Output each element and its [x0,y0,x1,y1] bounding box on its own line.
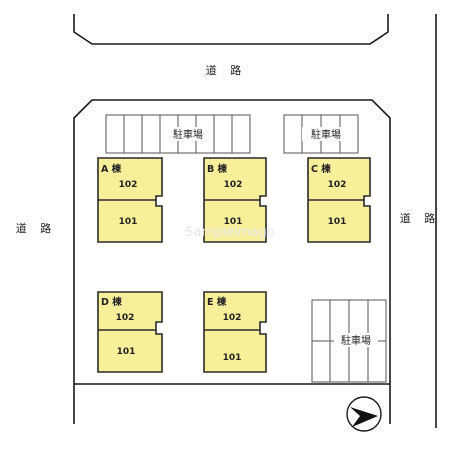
building-b-unit-lower: 101 [224,217,243,227]
road-edge-top [73,14,389,45]
parking-label-bottom-right: 駐車場 [341,334,371,347]
building-b: B 棟 102 101 [203,157,267,243]
road-label-right: 道 路 [400,211,441,225]
building-e-unit-upper: 102 [223,313,242,323]
building-d-name: D 棟 [101,296,122,308]
parking-top-right: 駐車場 [283,114,359,154]
site-boundary [73,99,391,424]
building-a-unit-upper: 102 [119,180,138,190]
building-c-unit-lower: 101 [328,217,347,227]
building-a-unit-lower: 101 [119,217,138,227]
road-label-left: 道 路 [16,221,57,235]
road-label-top: 道 路 [206,63,247,77]
building-d-unit-upper: 102 [116,313,135,323]
building-e: E 棟 102 101 [203,291,267,373]
parking-label-top-left: 駐車場 [173,128,203,141]
building-c-name: C 棟 [311,163,331,175]
building-d-unit-lower: 101 [117,347,136,357]
building-b-name: B 棟 [207,163,228,175]
building-c: C 棟 102 101 [307,157,371,243]
building-a-name: A 棟 [101,163,122,175]
parking-bottom-right: 駐車場 [311,299,387,383]
building-c-unit-upper: 102 [328,180,347,190]
building-e-name: E 棟 [207,296,227,308]
building-a: A 棟 102 101 [97,157,163,243]
watermark: SampleImage [185,225,274,240]
parking-top-left: 駐車場 [105,114,251,154]
building-e-unit-lower: 101 [223,353,242,363]
building-b-unit-upper: 102 [224,180,243,190]
north-arrow-icon [346,396,382,432]
parking-label-top-right: 駐車場 [311,128,341,141]
building-d: D 棟 102 101 [97,291,163,373]
